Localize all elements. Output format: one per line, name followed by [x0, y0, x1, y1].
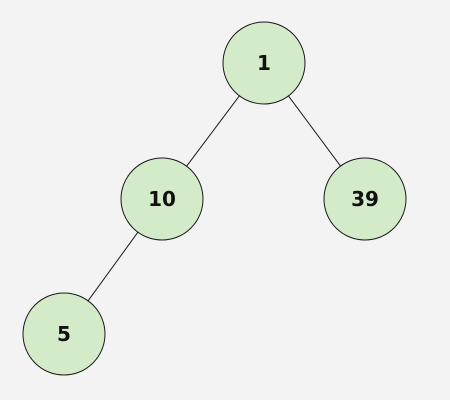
node-label: 39	[351, 187, 379, 211]
tree-node-39: 39	[323, 157, 407, 241]
edge-n1-n39	[288, 95, 341, 167]
nodes-layer: 1 10 39 5	[22, 21, 407, 376]
edge-n10-n5	[87, 231, 139, 302]
edge-n1-n10	[186, 95, 240, 167]
tree-node-5: 5	[22, 292, 106, 376]
node-circle	[323, 157, 407, 241]
tree-node-10: 10	[120, 157, 204, 241]
tree-node-1: 1	[222, 21, 306, 105]
node-circle	[222, 21, 306, 105]
edges-layer	[87, 95, 341, 302]
node-label: 10	[148, 187, 176, 211]
node-label: 1	[257, 51, 271, 75]
node-label: 5	[57, 322, 71, 346]
node-circle	[120, 157, 204, 241]
node-circle	[22, 292, 106, 376]
